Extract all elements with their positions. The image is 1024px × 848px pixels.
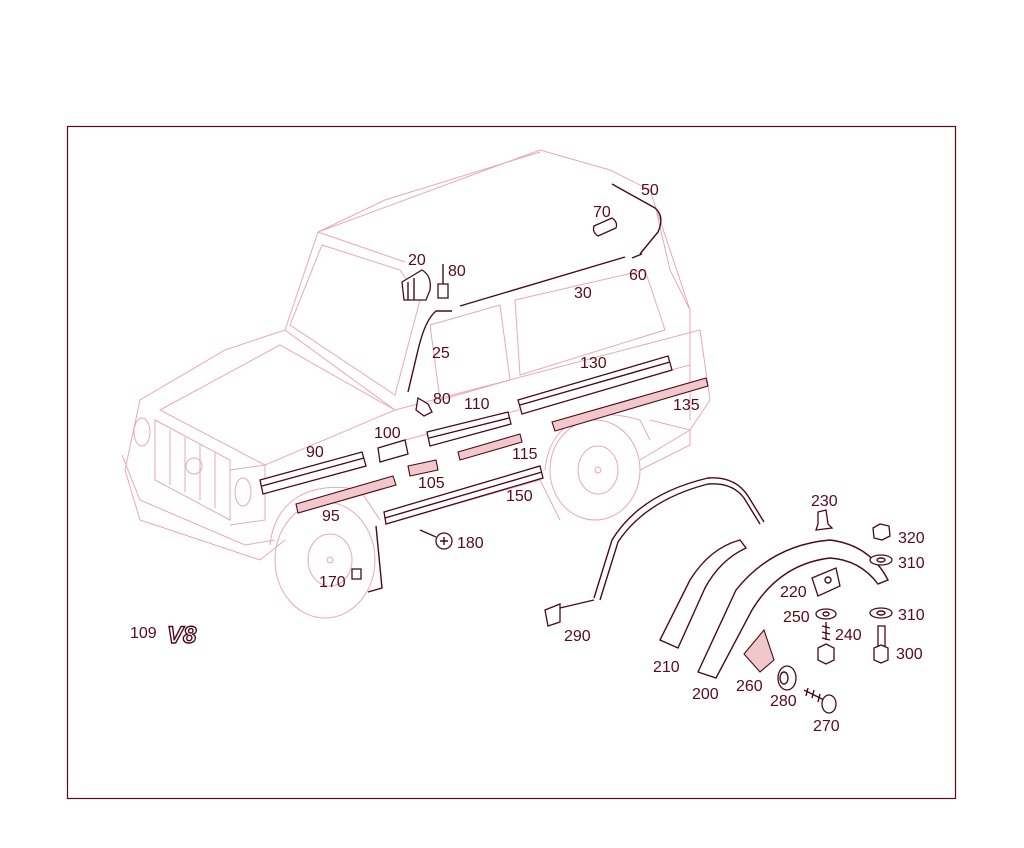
part-180-screw xyxy=(419,529,453,550)
part-80-bolt-lower xyxy=(415,396,433,417)
part-70-cap xyxy=(592,217,618,237)
part-130-detail xyxy=(519,361,671,406)
part-210-arch-liner xyxy=(659,539,748,649)
part-200-fender-flare xyxy=(697,539,889,679)
part-20-detail xyxy=(407,278,415,300)
part-310-washer-upper xyxy=(869,554,893,566)
callout-80-lower: 80 xyxy=(433,391,451,408)
callout-135: 135 xyxy=(673,397,700,414)
diagram-frame xyxy=(66,125,957,800)
part-290-arch-flare xyxy=(593,477,765,599)
part-290-link xyxy=(559,599,595,609)
part-170-mud-flap xyxy=(367,525,383,593)
part-30-roof-drip-strip xyxy=(459,256,626,307)
part-250-washer xyxy=(815,608,837,620)
callout-130: 130 xyxy=(580,355,607,372)
callout-220: 220 xyxy=(780,584,807,601)
callout-280: 280 xyxy=(770,693,797,710)
callout-100: 100 xyxy=(374,425,401,442)
part-135-strip xyxy=(551,377,709,432)
callout-labels: 50 70 20 80 60 30 25 130 80 110 135 100 … xyxy=(130,182,925,735)
callout-50: 50 xyxy=(641,182,659,199)
part-320-nut xyxy=(872,523,891,541)
part-310-washer-lower xyxy=(869,607,893,619)
part-280-spacer xyxy=(777,665,797,691)
callout-310-upper: 310 xyxy=(898,555,925,572)
part-110-detail xyxy=(428,417,510,439)
part-230-clip xyxy=(815,509,834,531)
callout-300: 300 xyxy=(896,646,923,663)
emblem-badge-text: V8 xyxy=(167,622,197,649)
callout-240: 240 xyxy=(835,627,862,644)
part-95-strip xyxy=(295,475,397,514)
callout-90: 90 xyxy=(306,444,324,461)
callout-25: 25 xyxy=(432,345,450,362)
part-100-end-piece xyxy=(377,439,409,463)
part-150-detail xyxy=(384,471,543,519)
part-25-pillar-trim xyxy=(407,310,452,393)
part-290-bracket xyxy=(544,603,561,627)
callout-320: 320 xyxy=(898,530,925,547)
callout-70: 70 xyxy=(593,204,611,221)
part-250-hole xyxy=(822,611,830,617)
part-170-clip xyxy=(351,568,362,580)
part-110-molding xyxy=(426,411,512,447)
part-90-molding xyxy=(259,451,367,495)
part-310-hole-lower xyxy=(876,610,886,616)
callout-210: 210 xyxy=(653,659,680,676)
part-105-strip xyxy=(407,459,439,477)
v8-emblem: V8 xyxy=(166,621,197,649)
part-60-connector xyxy=(631,253,643,259)
callout-20: 20 xyxy=(408,252,426,269)
callout-310-lower: 310 xyxy=(898,607,925,624)
part-270-screw xyxy=(803,687,837,714)
callout-180: 180 xyxy=(457,535,484,552)
callout-230: 230 xyxy=(811,493,838,510)
callout-290: 290 xyxy=(564,628,591,645)
callout-260: 260 xyxy=(736,678,763,695)
part-220-hole xyxy=(824,576,832,584)
part-115-strip xyxy=(457,433,523,461)
part-310-hole-upper xyxy=(876,557,886,563)
part-300-bolt xyxy=(873,625,889,664)
callout-105: 105 xyxy=(418,475,445,492)
callout-110: 110 xyxy=(464,396,490,413)
callout-200: 200 xyxy=(692,686,719,703)
callout-115: 115 xyxy=(512,446,538,463)
callout-30: 30 xyxy=(574,285,592,302)
callout-250: 250 xyxy=(783,609,810,626)
part-50-roof-strip xyxy=(611,183,662,255)
part-80-bolt-upper xyxy=(437,264,449,299)
part-240-stud xyxy=(817,622,835,665)
part-260-bracket xyxy=(743,628,775,673)
callout-60: 60 xyxy=(629,267,647,284)
part-20-clip xyxy=(401,269,431,301)
callout-95: 95 xyxy=(322,508,340,525)
part-90-detail xyxy=(261,457,365,487)
part-290-inner-edge xyxy=(599,483,761,601)
callout-80-upper: 80 xyxy=(448,263,466,280)
callout-170: 170 xyxy=(319,574,346,591)
part-130-molding xyxy=(517,355,673,415)
callout-150: 150 xyxy=(506,488,533,505)
emblem-number: 109 xyxy=(130,625,157,642)
callout-270: 270 xyxy=(813,718,840,735)
